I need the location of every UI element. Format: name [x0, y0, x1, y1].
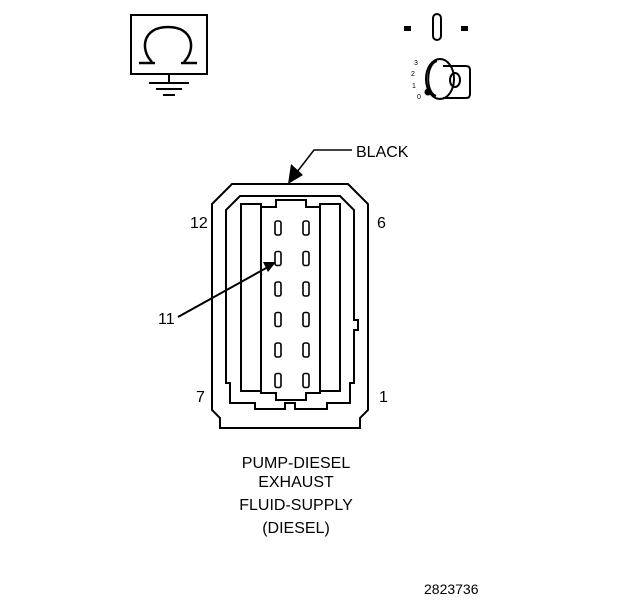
pin-cavity: [274, 342, 282, 358]
pin-label-12: 12: [190, 215, 208, 232]
pin-cavity: [274, 250, 282, 267]
pin-cavity: [274, 281, 282, 297]
pin-cavity: [302, 372, 310, 389]
connector-title-line-4: (DIESEL): [262, 520, 330, 537]
pin-cavity: [274, 220, 282, 236]
connector-color-label: BLACK: [356, 144, 409, 161]
color-label-leader: [288, 149, 352, 184]
ohmmeter-ground-icon: [130, 14, 208, 96]
pin-11-callout: [177, 262, 276, 318]
connector-pins: [274, 220, 310, 389]
pin-cavity: [302, 281, 310, 297]
switch-position-3: 3: [414, 60, 418, 67]
switch-position-1: 1: [412, 83, 416, 90]
connector-body: [211, 183, 369, 429]
pin-cavity: [274, 311, 282, 328]
connector-title-line-1: PUMP-DIESEL: [242, 455, 351, 472]
pin-cavity: [302, 250, 310, 267]
connector-title-line-2: EXHAUST: [258, 474, 334, 491]
pin-cavity: [302, 311, 310, 328]
pin-label-11: 11: [158, 311, 175, 328]
pin-cavity: [302, 342, 310, 358]
pin-cavity: [274, 372, 282, 389]
pin-cavity: [302, 220, 310, 236]
figure-number: 2823736: [424, 581, 479, 597]
switch-position-0: 0: [417, 94, 421, 101]
pin-label-6: 6: [377, 215, 386, 232]
ignition-key-switch-icon: 3 2 1 0: [404, 13, 471, 101]
connector-title-line-3: FLUID-SUPPLY: [239, 497, 353, 514]
switch-position-2: 2: [411, 71, 415, 78]
pin-label-1: 1: [379, 389, 388, 406]
pin-label-7: 7: [196, 389, 205, 406]
